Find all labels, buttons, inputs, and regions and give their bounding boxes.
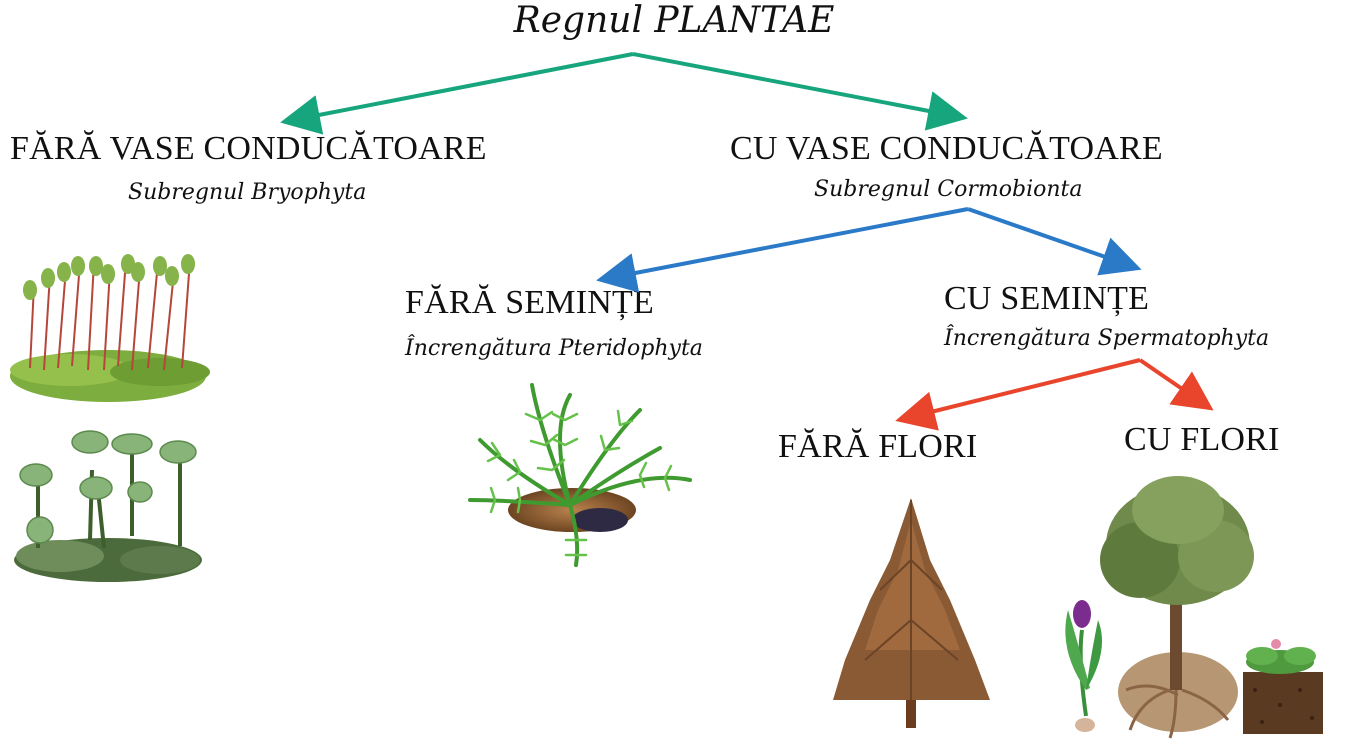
arrow-root-to-right bbox=[632, 52, 968, 131]
liverwort-image bbox=[14, 430, 202, 582]
with-seeds-title: CU SEMINȚE bbox=[944, 280, 1150, 317]
root-node-title: Regnul PLANTAE bbox=[513, 0, 835, 41]
arrow-seeds-to-no-flowers bbox=[895, 358, 1141, 431]
arrow-right-to-no-seeds bbox=[596, 207, 969, 293]
moss-image bbox=[10, 254, 210, 402]
no-seeds-subtitle: Încrengătura Pteridophyta bbox=[405, 336, 703, 361]
right-branch-title: CU VASE CONDUCĂTOARE bbox=[730, 130, 1163, 167]
arrow-seeds-to-with-flowers bbox=[1138, 358, 1214, 411]
no-flowers-title: FĂRĂ FLORI bbox=[778, 428, 978, 465]
deciduous-tree-image bbox=[1100, 476, 1254, 739]
arrow-right-to-with-seeds bbox=[967, 207, 1142, 276]
primrose-image bbox=[1243, 639, 1323, 734]
tulip-image bbox=[1065, 600, 1102, 732]
conifer-tree-image bbox=[833, 498, 990, 728]
fern-image bbox=[468, 383, 692, 567]
arrow-root-to-left bbox=[280, 52, 634, 135]
left-branch-title: FĂRĂ VASE CONDUCĂTOARE bbox=[10, 130, 487, 167]
with-seeds-subtitle: Încrengătura Spermatophyta bbox=[944, 326, 1270, 351]
with-flowers-title: CU FLORI bbox=[1124, 421, 1280, 458]
left-branch-subtitle: Subregnul Bryophyta bbox=[128, 180, 367, 205]
right-branch-subtitle: Subregnul Cormobionta bbox=[814, 177, 1083, 202]
